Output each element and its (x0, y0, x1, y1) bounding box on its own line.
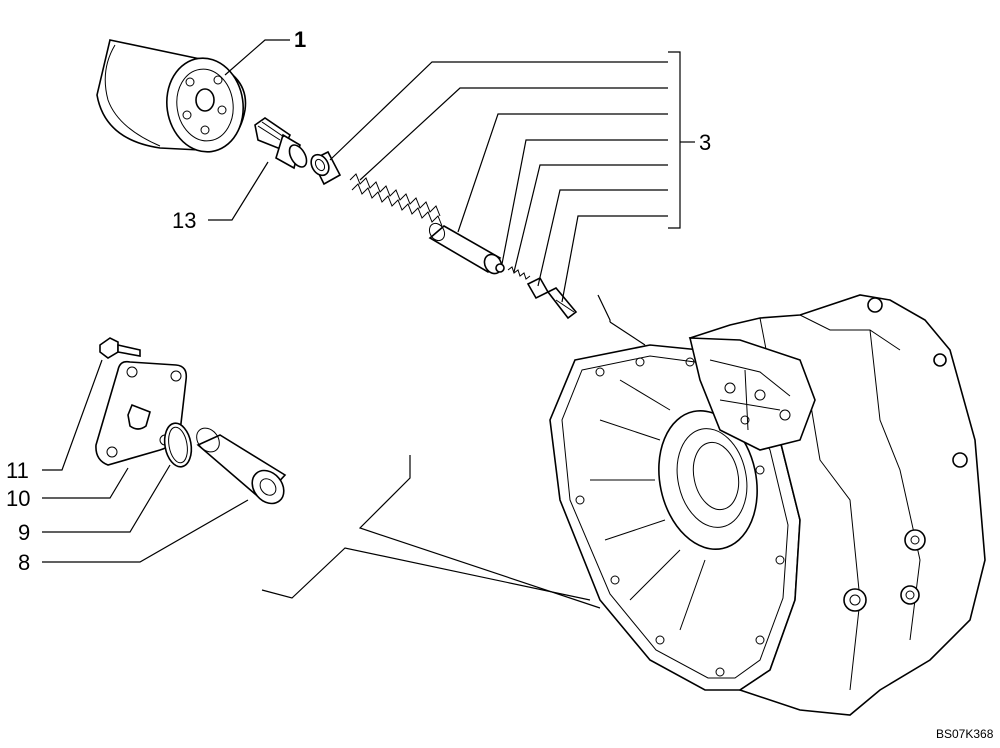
oil-filter-part (96, 39, 247, 153)
valve-assembly-parts (310, 150, 578, 320)
callout-13: 13 (172, 208, 196, 233)
leader-lines (42, 39, 695, 609)
o-ring-part (163, 422, 193, 468)
reference-code: BS07K368 (936, 727, 994, 741)
bolt-part (99, 337, 141, 359)
callout-1: 1 (294, 27, 306, 52)
threaded-nipple-part (254, 117, 308, 170)
transmission-housing-part (549, 294, 986, 716)
callout-3: 3 (699, 130, 711, 155)
cover-plate-part (95, 360, 188, 466)
callout-11: 11 (6, 458, 29, 483)
callout-8: 8 (18, 550, 30, 575)
callout-9: 9 (18, 520, 30, 545)
callout-10: 10 (6, 486, 30, 511)
screen-sleeve-part (196, 427, 287, 505)
